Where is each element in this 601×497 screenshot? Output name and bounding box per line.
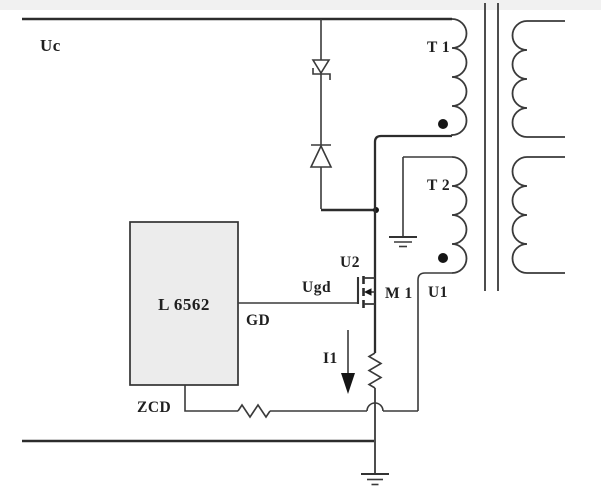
u2-label: U2 (340, 254, 360, 271)
sense-resistor (367, 352, 383, 389)
ground-symbol-aux (389, 157, 417, 248)
aux-winding-t2 (451, 156, 468, 274)
ground-symbol-main (361, 472, 389, 486)
t2-label: T 2 (427, 177, 450, 194)
primary-winding-t1 (451, 18, 468, 136)
zcd-pin-wire (184, 385, 238, 412)
m1-label: M 1 (385, 285, 413, 302)
secondary-winding-bottom (511, 156, 565, 274)
phase-dot-t1 (438, 119, 448, 129)
u1-label: U1 (428, 284, 448, 301)
zcd-network (184, 385, 418, 419)
ugd-label: Ugd (302, 279, 331, 296)
diode-triangle (309, 144, 333, 168)
current-arrow-i1 (341, 330, 355, 394)
transformer (403, 3, 565, 411)
ic-box (129, 221, 239, 386)
zener-triangle (311, 59, 331, 75)
drain-wire (373, 134, 452, 353)
gd-pin-label: GD (246, 312, 270, 329)
uc-label: Uc (40, 36, 61, 55)
clamp-diode (309, 144, 333, 168)
i1-label: I1 (323, 350, 338, 367)
current-arrowhead (341, 373, 355, 394)
zcd-resistor (237, 403, 271, 419)
scan-artifact-band (0, 0, 601, 10)
secondary-winding-top (511, 20, 565, 138)
aux-bottom-wire (417, 272, 452, 411)
mosfet-symbol (356, 276, 375, 308)
mosfet-body-arrow (364, 288, 372, 296)
t1-label: T 1 (427, 39, 450, 56)
ic-label: L 6562 (158, 295, 210, 314)
zcd-pin-label: ZCD (137, 399, 171, 416)
controller-ic: L 6562 GD ZCD (129, 221, 270, 416)
phase-dot-t2 (438, 253, 448, 263)
wire-hop (366, 402, 384, 412)
clamp-branch (309, 19, 379, 213)
